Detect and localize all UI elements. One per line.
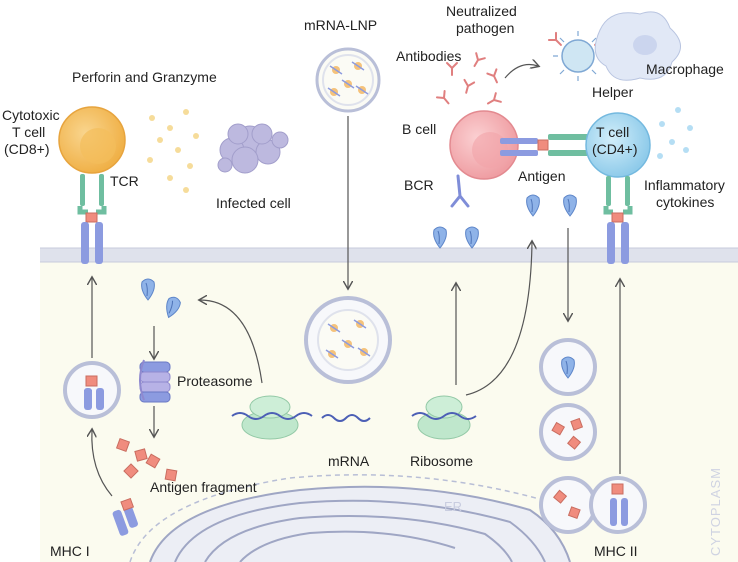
mhc2-fusion-vesicle [539, 476, 647, 534]
tcr-mhc2-complex [603, 176, 633, 264]
label-perforin: Perforin and Granzyme [72, 69, 217, 85]
label-inflammatory: Inflammatory [644, 177, 725, 193]
mhc1-vesicle [63, 361, 121, 419]
free-antigens [526, 194, 577, 217]
antigen-fragments [115, 437, 178, 482]
label-cytoplasm: CYTOPLASM [708, 467, 723, 556]
label-antigen: Antigen [518, 168, 565, 184]
label-helper-tcell: T cell [596, 124, 629, 140]
label-neutralized: Neutralized [446, 3, 517, 19]
proteasome [139, 359, 171, 403]
tcr-mhc1-complex [77, 174, 107, 264]
infected-cell [217, 123, 289, 174]
label-antibodies: Antibodies [396, 48, 461, 64]
label-b-cell: B cell [402, 121, 436, 137]
endosome-vesicle-2 [539, 403, 597, 461]
label-ribosome: Ribosome [410, 453, 473, 469]
label-infected-cell: Infected cell [216, 195, 291, 211]
membrane-antigens [433, 226, 479, 249]
label-helper: Helper [592, 84, 634, 100]
label-macrophage: Macrophage [646, 61, 724, 77]
neutralized-pathogen [547, 31, 609, 81]
b-cell [449, 110, 519, 180]
label-er: ER [444, 499, 462, 514]
label-mrna: mRNA [328, 453, 370, 469]
cytokine-dots [657, 107, 693, 159]
cytotoxic-t-cell [58, 106, 126, 174]
label-cytokines: cytokines [656, 194, 714, 210]
b-helper-receptor [500, 134, 590, 156]
mrna-lnp-particle [315, 47, 381, 113]
label-pathogen: pathogen [456, 20, 514, 36]
bcr [450, 174, 470, 208]
label-bcr: BCR [404, 177, 434, 193]
macrophage [594, 11, 681, 81]
label-tcell: T cell [12, 124, 45, 140]
label-antigen-fragment: Antigen fragment [150, 479, 257, 495]
endosome-vesicle-1 [539, 338, 597, 396]
label-cd8: (CD8+) [4, 141, 50, 157]
endoplasmic-reticulum [129, 474, 571, 562]
cell-membrane [40, 248, 738, 262]
label-cytotoxic: Cytotoxic [2, 107, 60, 123]
mrna-lnp-endosome [304, 296, 392, 384]
ribosome-left [231, 395, 313, 440]
perforin-granzyme-dots [147, 109, 199, 193]
label-proteasome: Proteasome [177, 373, 253, 389]
helper-t-cell [585, 112, 651, 178]
label-mhc2: MHC II [594, 543, 638, 559]
label-mhc1: MHC I [50, 543, 90, 559]
label-cd4: (CD4+) [592, 141, 638, 157]
label-mrna-lnp: mRNA-LNP [304, 17, 377, 33]
label-tcr: TCR [110, 173, 139, 189]
mhc1-on-er [112, 497, 138, 536]
free-mrna [321, 414, 371, 422]
ribosome-right [411, 395, 477, 440]
